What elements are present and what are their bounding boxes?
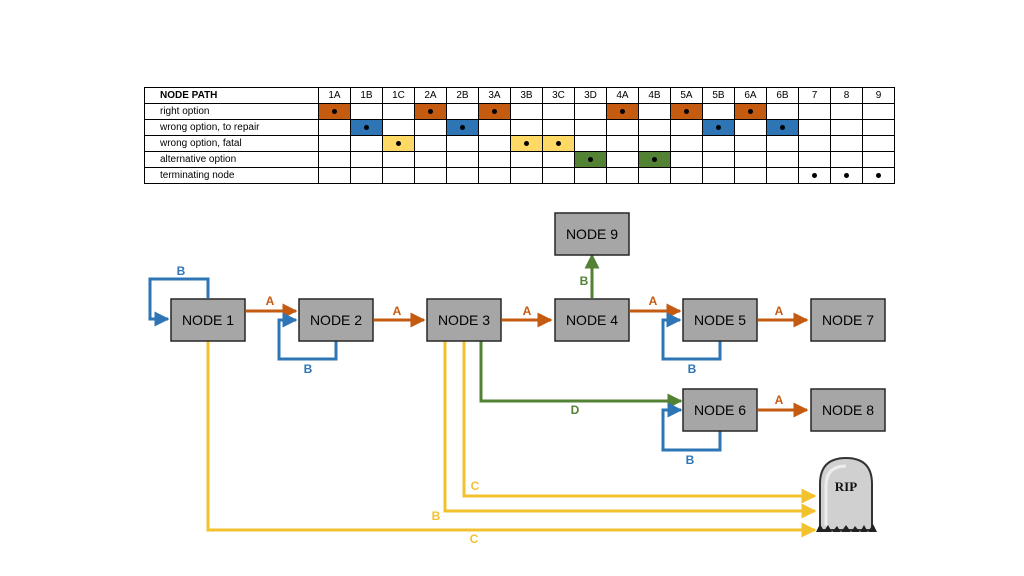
marker-dot (428, 109, 433, 114)
marker-dot (652, 157, 657, 162)
fatal-path-node3-b (443, 341, 817, 519)
table-cell (606, 103, 639, 120)
marker-dot (620, 109, 625, 114)
node-2-label: NODE 2 (310, 312, 362, 328)
marker-dot (396, 141, 401, 146)
node-1: NODE 1 (170, 298, 246, 342)
marker-dot (364, 125, 369, 130)
marker-dot (492, 109, 497, 114)
node-2: NODE 2 (298, 298, 374, 342)
edge-label-node2-b: B (304, 362, 313, 376)
marker-dot (588, 157, 593, 162)
marker-dot (524, 141, 529, 146)
edge-label-node5-b: B (688, 362, 697, 376)
table-column-header: 9 (862, 87, 895, 104)
marker-dot (780, 125, 785, 130)
marker-dot (812, 173, 817, 178)
edge-label-node3-a: A (523, 304, 532, 318)
node-7: NODE 7 (810, 298, 886, 342)
node-6-label: NODE 6 (694, 402, 746, 418)
node-9: NODE 9 (554, 212, 630, 256)
repair-loop-node2 (277, 312, 338, 361)
node-5-label: NODE 5 (694, 312, 746, 328)
edge-label-fatal-c-bottom: C (470, 532, 479, 546)
marker-dot (716, 125, 721, 130)
table-cell (382, 135, 415, 152)
node-4: NODE 4 (554, 298, 630, 342)
node-4-label: NODE 4 (566, 312, 618, 328)
node-6: NODE 6 (682, 388, 758, 432)
edge-label-node4-a: A (649, 294, 658, 308)
marker-dot (844, 173, 849, 178)
table-row: alternative option (144, 151, 895, 168)
repair-loop-node6 (661, 402, 722, 452)
node-8-label: NODE 8 (822, 402, 874, 418)
node-3-label: NODE 3 (438, 312, 490, 328)
fatal-path-node1-c (206, 341, 817, 538)
marker-dot (460, 125, 465, 130)
edge-label-node1-b: B (177, 264, 186, 278)
alt-path-node3-node6 (479, 341, 683, 409)
node-5: NODE 5 (682, 298, 758, 342)
table-cell (702, 119, 735, 136)
edge-label-node1-a: A (266, 294, 275, 308)
edge-label-node2-a: A (393, 304, 402, 318)
repair-loop-node1 (148, 277, 210, 327)
edge-label-node6-a: A (775, 393, 784, 407)
table-cell (414, 103, 447, 120)
table-cell (798, 167, 831, 184)
table-cell (734, 103, 767, 120)
table-cell (318, 103, 351, 120)
node-9-label: NODE 9 (566, 226, 618, 242)
node-8: NODE 8 (810, 388, 886, 432)
table-cell (862, 167, 895, 184)
marker-dot (876, 173, 881, 178)
tombstone-text: RIP (835, 479, 857, 494)
edge-label-node3-d: D (571, 403, 580, 417)
repair-loop-node5 (661, 312, 722, 361)
table-cell (350, 119, 383, 136)
marker-dot (748, 109, 753, 114)
table-row: right option (144, 103, 895, 120)
edge-label-fatal-c-top: C (471, 479, 480, 493)
marker-dot (684, 109, 689, 114)
marker-dot (556, 141, 561, 146)
edge-label-fatal-b: B (432, 509, 441, 523)
table-row: terminating node (144, 167, 895, 184)
node-1-label: NODE 1 (182, 312, 234, 328)
table-cell (542, 135, 575, 152)
edge-label-node5-a: A (775, 304, 784, 318)
marker-dot (332, 109, 337, 114)
table-row: wrong option, to repair (144, 119, 895, 136)
fatal-path-node3-c (462, 341, 817, 504)
table-cell (670, 103, 703, 120)
node-7-label: NODE 7 (822, 312, 874, 328)
tombstone-icon: RIP (816, 456, 877, 532)
edge-label-node6-b: B (686, 453, 695, 467)
node-3: NODE 3 (426, 298, 502, 342)
edge-label-node4-b: B (580, 274, 589, 288)
table-cell (638, 151, 671, 168)
